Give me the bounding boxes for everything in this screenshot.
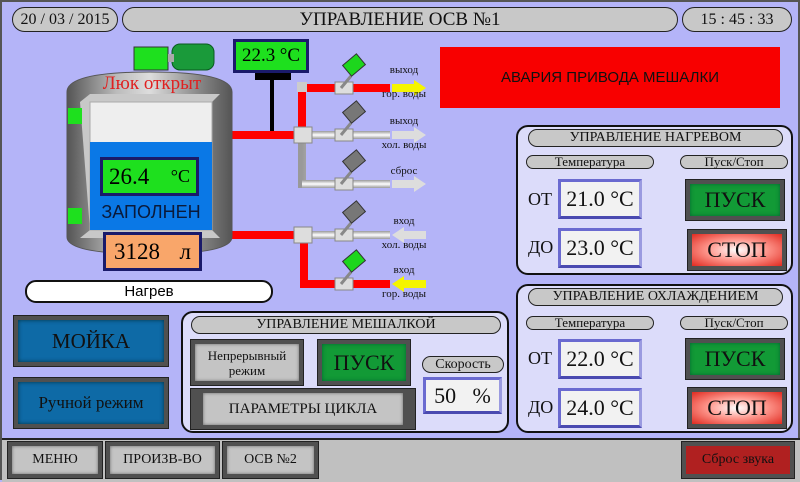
cooling-from-input[interactable]: 22.0 °C: [558, 339, 642, 379]
motor-drive: [133, 46, 169, 71]
to-label: ДО: [528, 397, 554, 417]
cycle-parameters-button[interactable]: ПАРАМЕТРЫ ЦИКЛА: [190, 388, 416, 430]
tank-temperature-display: 26.4 °C: [100, 157, 199, 196]
speed-label: Скорость: [422, 356, 504, 373]
cooling-title: УПРАВЛЕНИЕ ОХЛАЖДЕНИЕМ: [528, 288, 783, 306]
heating-panel: УПРАВЛЕНИЕ НАГРЕВОМ Температура Пуск/Сто…: [516, 125, 793, 275]
level-sensor-top: [68, 108, 82, 124]
valve-icons: [334, 53, 367, 291]
heating-start-button[interactable]: ПУСК: [685, 179, 785, 221]
pipe-temp-unit: °C: [279, 45, 300, 66]
pipe-hot: [232, 131, 304, 139]
pipe-temperature-display: 22.3°C: [233, 39, 309, 73]
speed-value: 50: [434, 382, 457, 408]
tank-volume-unit: л: [179, 238, 191, 264]
hatch-status: Люк открыт: [102, 73, 202, 94]
mixer-panel: УПРАВЛЕНИЕ МЕШАЛКОЙ Непрерывный режим ПУ…: [181, 311, 509, 433]
flow-arrows: [392, 80, 426, 292]
osv2-button[interactable]: ОСВ №2: [222, 441, 319, 479]
alarm-banner: АВАРИЯ ПРИВОДА МЕШАЛКИ: [440, 47, 780, 108]
sensor-mount: [255, 72, 291, 80]
from-label: ОТ: [528, 189, 552, 209]
tank-volume-value: 3128: [114, 238, 160, 264]
piping-diagram: [66, 43, 426, 292]
temperature-header: Температура: [526, 315, 654, 330]
menu-button[interactable]: МЕНЮ: [7, 441, 103, 479]
heating-to-input[interactable]: 23.0 °C: [558, 228, 642, 268]
manual-mode-button[interactable]: Ручной режим: [13, 377, 169, 429]
tank-temp-unit: °C: [170, 166, 190, 186]
page-title: УПРАВЛЕНИЕ ОСВ №1: [122, 7, 678, 32]
heating-from-input[interactable]: 21.0 °C: [558, 179, 642, 219]
temperature-header: Температура: [526, 154, 654, 169]
pipe-temp-value: 22.3: [242, 45, 276, 66]
valve-label: сброс: [390, 165, 418, 177]
tank-volume-display: 3128 л: [103, 232, 202, 271]
tank-temp-value: 26.4: [109, 163, 150, 189]
heating-title: УПРАВЛЕНИЕ НАГРЕВОМ: [528, 129, 783, 147]
startstop-header: Пуск/Стоп: [680, 315, 788, 330]
mixer-title: УПРАВЛЕНИЕ МЕШАЛКОЙ: [191, 316, 501, 334]
level-sensor-bottom: [68, 208, 82, 224]
speed-unit: %: [472, 382, 491, 408]
startstop-header: Пуск/Стоп: [680, 154, 788, 169]
from-label: ОТ: [528, 348, 552, 368]
mode-status: Нагрев: [25, 280, 273, 303]
cooling-panel: УПРАВЛЕНИЕ ОХЛАЖДЕНИЕМ Температура Пуск/…: [516, 284, 793, 433]
wash-button[interactable]: МОЙКА: [13, 315, 169, 367]
speed-input[interactable]: 50%: [423, 377, 502, 414]
continuous-mode-button[interactable]: Непрерывный режим: [190, 339, 304, 386]
date-display: 20 / 03 / 2015: [12, 7, 118, 32]
cooling-to-input[interactable]: 24.0 °C: [558, 388, 642, 428]
cooling-start-button[interactable]: ПУСК: [685, 338, 785, 380]
tank-state: ЗАПОЛНЕН: [101, 202, 201, 222]
production-button[interactable]: ПРОИЗВ-ВО: [105, 441, 220, 479]
mixer-start-button[interactable]: ПУСК: [317, 339, 411, 386]
time-display: 15 : 45 : 33: [682, 7, 792, 32]
motor-icon: [171, 43, 215, 71]
to-label: ДО: [528, 237, 554, 257]
cooling-stop-button[interactable]: СТОП: [687, 387, 787, 429]
heating-stop-button[interactable]: СТОП: [687, 229, 787, 271]
mute-sound-button[interactable]: Сброс звука: [681, 441, 795, 479]
